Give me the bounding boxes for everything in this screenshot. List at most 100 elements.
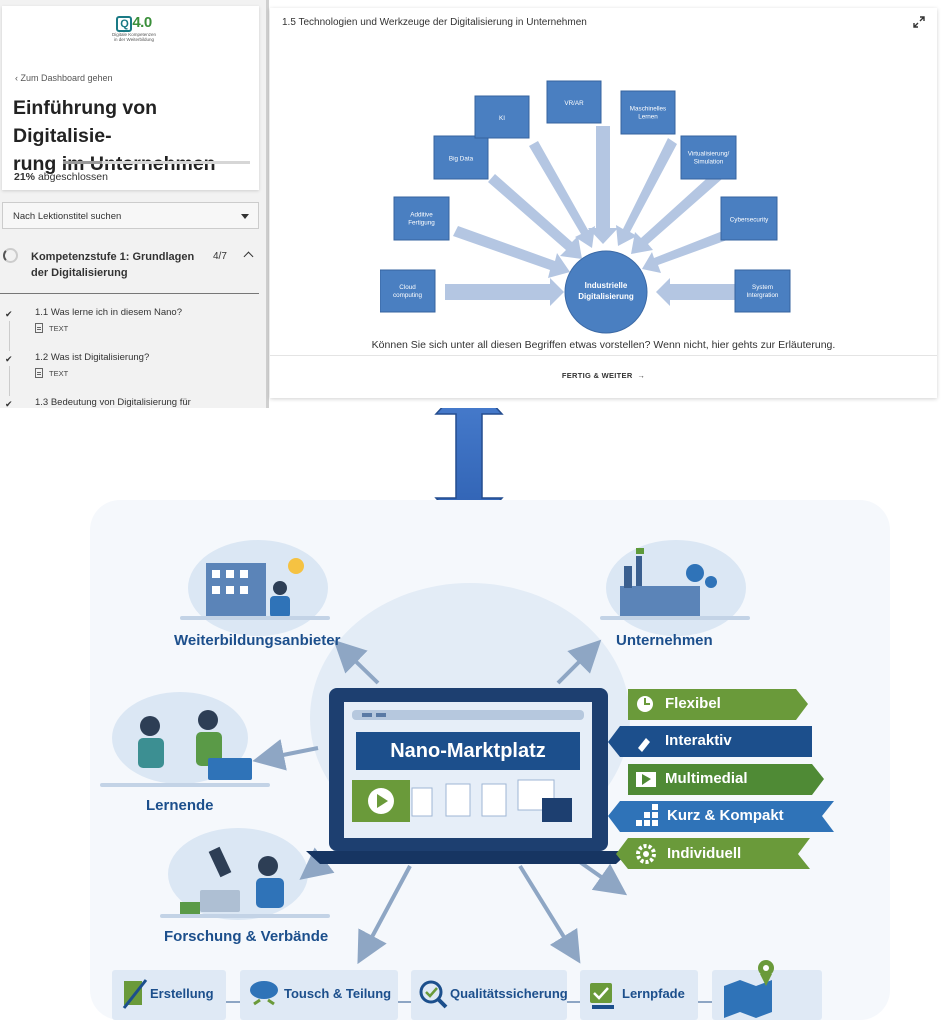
center-label: Industrielle: [585, 281, 628, 290]
process-tausch-teilung: Tousch & Teilung: [284, 986, 392, 1001]
diagram-node-label-2: computing: [393, 292, 423, 299]
lesson-content-panel: 1.5 Technologien und Werkzeuge der Digit…: [270, 8, 937, 398]
technology-diagram: Industrielle Digitalisierung Cloudcomput…: [380, 80, 791, 334]
section-kompetenzstufe-1[interactable]: Kompetenzstufe 1: Grundlagen der Digital…: [0, 240, 259, 294]
center-node: [564, 250, 648, 334]
document-edit-icon: [124, 981, 142, 1005]
research-illustration: [160, 828, 330, 920]
logo-subtitle: Digitale Kompetenzen: [111, 32, 157, 37]
arrow-additive: [453, 226, 570, 278]
arrow-ki: [529, 141, 595, 248]
progress-label: 21% abgeschlossen: [14, 171, 108, 183]
lesson-item[interactable]: ✔ 1.1 Was lerne ich in diesem Nano? TEXT: [0, 307, 259, 351]
center-label-2: Digitalisierung: [578, 292, 634, 301]
section-count: 4/7: [213, 251, 227, 262]
feature-multimedial: Multimedial: [665, 770, 748, 787]
lesson-title: 1.3 Bedeutung von Digitalisierung für: [35, 397, 191, 408]
diagram-node-label: Virtualisierung/: [688, 151, 730, 158]
arrow-virt: [631, 171, 722, 254]
document-icon: [35, 323, 43, 333]
lesson-type: TEXT: [35, 323, 68, 333]
diagram-node-label: Cybersecurity: [730, 217, 769, 224]
diagram-node-label: Cloud: [399, 284, 416, 291]
process-bar: [112, 960, 822, 1020]
arrow-vrar: [588, 126, 618, 244]
lesson-title: 1.2 Was ist Digitalisierung?: [35, 352, 150, 363]
feature-banners: [608, 689, 834, 869]
arrow-bigdata: [488, 174, 582, 259]
hand-touch-icon: [638, 738, 650, 752]
actor-label-companies: Unternehmen: [616, 632, 713, 649]
diagram-node: [393, 196, 450, 241]
finish-continue-button[interactable]: FERTIG & WEITER →: [561, 371, 646, 380]
blocks-icon: [636, 804, 658, 826]
diagram-node-label-2: Fertigung: [408, 220, 435, 227]
diagram-node: [474, 95, 530, 139]
lesson-type: TEXT: [35, 368, 68, 378]
process-qualitaetssicherung: Qualitätssicherung: [450, 986, 568, 1001]
marketplace-title: Nano-Marktplatz: [356, 732, 580, 770]
lesson-title-heading: 1.5 Technologien und Werkzeuge der Digit…: [282, 17, 587, 28]
diagram-node: [433, 135, 489, 180]
diagram-node-label-2: Lernen: [638, 114, 658, 121]
caret-down-icon: [241, 214, 249, 219]
diagram-node-label-2: Simulation: [694, 159, 724, 166]
arrow-right-icon: →: [637, 371, 646, 380]
lesson-caption: Können Sie sich unter all diesen Begriff…: [371, 339, 836, 351]
provider-illustration: [180, 540, 330, 636]
course-progress-bar: [63, 161, 250, 164]
diagram-node-label: System: [752, 284, 773, 291]
lesson-title: 1.1 Was lerne ich in diesem Nano?: [35, 307, 182, 318]
actor-label-providers: Weiterbildungsanbieter: [174, 632, 341, 649]
diagram-node-label: Maschinelles: [630, 106, 666, 113]
magnifier-check-icon: [419, 980, 443, 1004]
feature-individuell: Individuell: [667, 845, 742, 862]
feature-flexibel: Flexibel: [665, 695, 721, 712]
gear-icon: [636, 844, 656, 864]
expand-icon[interactable]: [913, 16, 925, 28]
diagram-node-label: VR/AR: [564, 100, 584, 107]
diagram-node: [734, 269, 791, 313]
cloud-share-icon: [250, 981, 278, 999]
check-icon: ✔: [5, 399, 13, 408]
diagram-node-label: Additive: [410, 212, 433, 219]
check-icon: ✔: [5, 354, 13, 364]
marketplace-illustration: Weiterbildungsanbieter Unternehmen Lerne…: [0, 408, 945, 1027]
diagram-node-label-2: Intergration: [747, 292, 779, 299]
chevron-up-icon[interactable]: [243, 251, 254, 262]
logo-subtitle-2: in der Weiterbildung: [114, 37, 154, 42]
diagram-node-label: KI: [499, 115, 505, 122]
chevron-left-icon: ‹: [15, 73, 21, 83]
lesson-search-select[interactable]: Nach Lektionstitel suchen: [2, 202, 259, 229]
actor-label-learners: Lernende: [146, 797, 214, 814]
diagram-node: [620, 90, 676, 135]
section-title: Kompetenzstufe 1: Grundlagen der Digital…: [31, 251, 195, 279]
actor-label-research: Forschung & Verbände: [164, 928, 329, 945]
process-lernpfade: Lernpfade: [622, 986, 685, 1001]
diagram-node: [720, 196, 778, 241]
lesson-item[interactable]: ✔ 1.2 Was ist Digitalisierung? TEXT: [0, 352, 259, 396]
map-pin-icon: [724, 980, 772, 1018]
course-title: Einführung von Digitalisie- rung im Unte…: [13, 97, 216, 175]
feature-interaktiv: Interaktiv: [665, 732, 732, 749]
diagram-node-label: Big Data: [449, 156, 474, 163]
diagram-node: [546, 80, 602, 124]
company-illustration: [600, 540, 750, 636]
course-progress-fill: [63, 161, 103, 164]
arrow-ml: [616, 138, 677, 246]
check-icon: ✔: [5, 309, 13, 319]
learners-illustration: [100, 692, 270, 787]
process-erstellung: Erstellung: [150, 986, 214, 1001]
feature-kurz-kompakt: Kurz & Kompakt: [667, 807, 784, 824]
play-icon: [377, 794, 388, 808]
progress-ring-icon: [3, 248, 18, 263]
back-to-dashboard-link[interactable]: ‹ Zum Dashboard gehen: [15, 73, 113, 83]
sidebar-scrollbar[interactable]: [266, 0, 269, 408]
arrow-cloud: [445, 278, 564, 306]
lesson-item[interactable]: ✔ 1.3 Bedeutung von Digitalisierung für: [0, 397, 259, 408]
document-icon: [35, 368, 43, 378]
check-path-icon: [590, 983, 612, 1003]
